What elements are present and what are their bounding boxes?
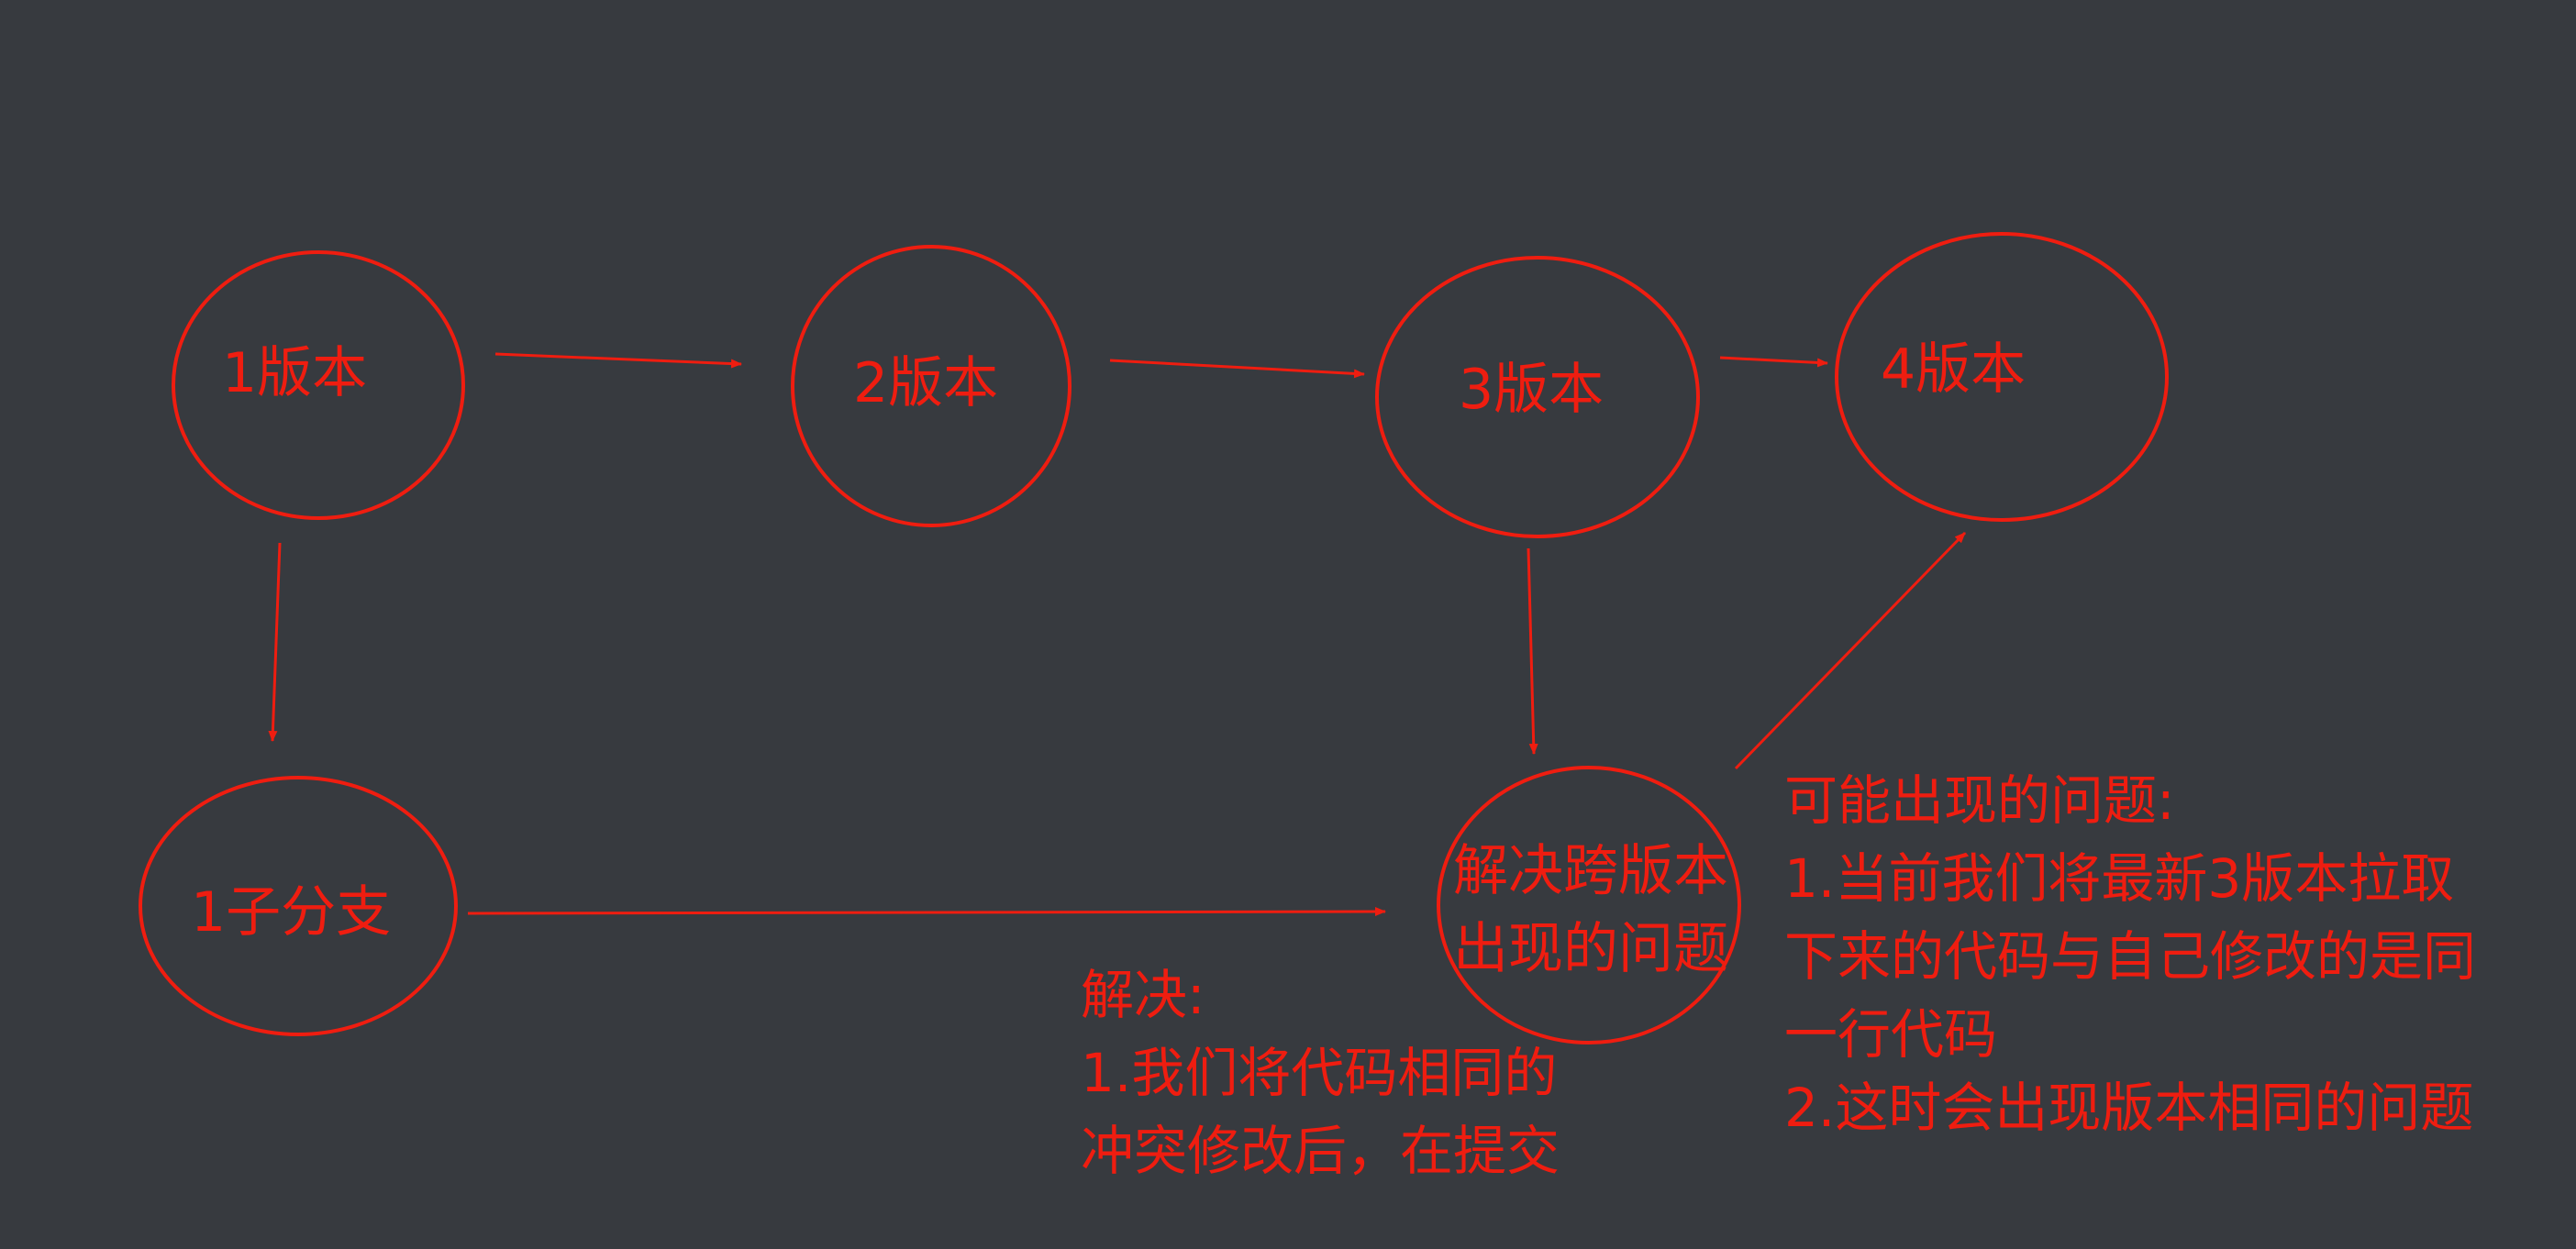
node-v4-ellipse [1835, 232, 2169, 522]
node-resolve: 解决跨版本 出现的问题 [1437, 766, 1741, 1045]
edge-v1-to-v2 [494, 352, 742, 369]
node-v1-label: 1版本 [222, 341, 367, 405]
node-branch1-label: 1子分支 [191, 880, 391, 945]
node-v3-label: 3版本 [1459, 358, 1604, 422]
node-resolve-label-line-1: 解决跨版本 [1453, 839, 1728, 903]
edge-resolve-to-v4 [1734, 531, 1967, 770]
node-v2-ellipse [791, 245, 1071, 527]
note-solution-line-2: 1.我们将代码相同的 [1081, 1042, 1557, 1104]
edge-v3-to-v4 [1719, 356, 1828, 368]
note-problems-line-3: 下来的代码与自己修改的是同 [1784, 925, 2476, 988]
node-branch1-ellipse [139, 776, 458, 1036]
note-solution-line-3: 冲突修改后，在提交 [1081, 1120, 1560, 1182]
node-v2: 2版本 [791, 245, 1071, 527]
note-problems: 可能出现的问题: 1.当前我们将最新3版本拉取 下来的代码与自己修改的是同 一行… [1784, 769, 2476, 1139]
node-v2-label: 2版本 [853, 351, 998, 415]
node-resolve-label-line-2: 出现的问题 [1453, 917, 1728, 981]
node-v1-ellipse [172, 250, 465, 520]
node-resolve-ellipse [1437, 766, 1741, 1045]
note-problems-line-2: 1.当前我们将最新3版本拉取 [1784, 847, 2454, 910]
note-solution-line-1: 解决: [1081, 964, 1205, 1026]
edge-v2-to-v3 [1109, 359, 1365, 379]
note-solution: 解决: 1.我们将代码相同的 冲突修改后，在提交 [1081, 964, 1560, 1182]
note-problems-line-4: 一行代码 [1784, 1003, 1997, 1066]
node-v4-label: 4版本 [1881, 337, 2026, 402]
node-v3-ellipse [1375, 256, 1700, 538]
node-v1: 1版本 [172, 250, 465, 520]
note-problems-line-1: 可能出现的问题: [1784, 769, 2175, 832]
edge-v3-to-resolve [1527, 547, 1538, 755]
edge-branch1-to-resolve [467, 907, 1386, 917]
node-v3: 3版本 [1375, 256, 1700, 538]
note-problems-line-5: 2.这时会出现版本相同的问题 [1784, 1077, 2473, 1139]
edge-v1-to-branch1 [268, 542, 282, 742]
node-v4: 4版本 [1835, 232, 2169, 522]
node-branch1: 1子分支 [139, 776, 458, 1036]
